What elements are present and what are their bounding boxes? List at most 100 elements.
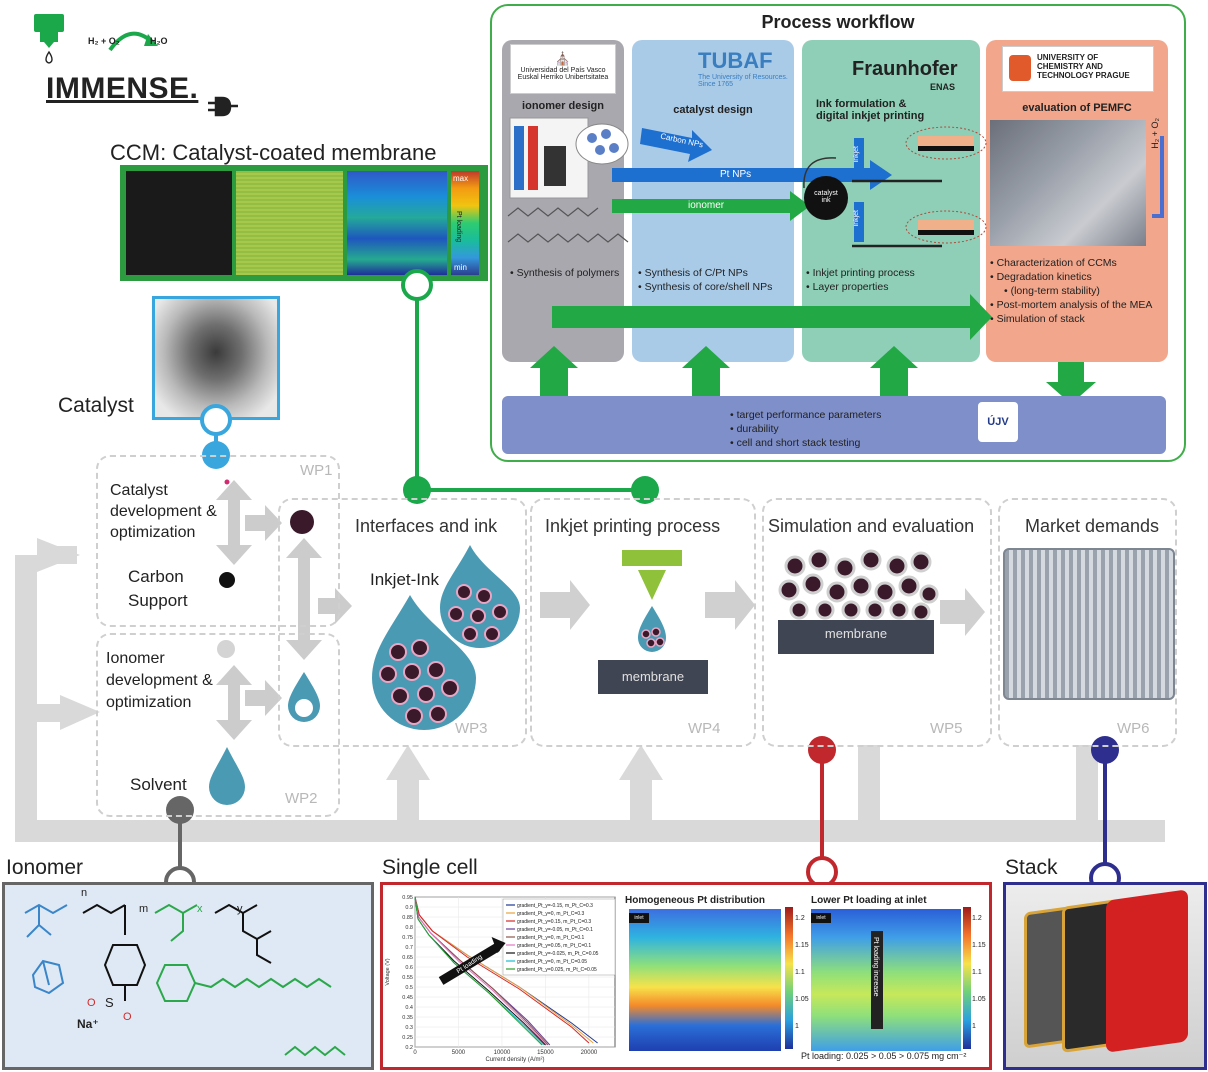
ink-formulation-bullets: Inkjet printing process Layer properties <box>806 266 976 294</box>
ccm-green-sample <box>236 171 343 275</box>
y-tick-label: 0.9 <box>405 905 413 911</box>
single-cell-label: Single cell <box>382 856 478 879</box>
tubaf-tagline: The University of Resources. Since 1765 <box>698 74 788 88</box>
wp4-connector-dot <box>631 476 659 504</box>
pt-loading-note: Pt loading: 0.025 > 0.05 > 0.075 mg cm⁻² <box>801 1051 967 1061</box>
wp6-title: Market demands <box>1025 516 1160 536</box>
legend-box <box>502 898 616 976</box>
uct-prague-logo: UNIVERSITY OF CHEMISTRY AND TECHNOLOGY P… <box>1002 46 1154 92</box>
wp4-membrane: membrane <box>598 660 708 694</box>
wp3-connector-dot <box>403 476 431 504</box>
wp6-label: WP6 <box>1117 720 1150 737</box>
y-tick-label: 0.25 <box>402 1035 413 1041</box>
ionomer-arrow-label: ionomer <box>688 200 725 211</box>
scale-label: Pt loading <box>455 211 462 243</box>
tubaf-logo: TUBAF <box>698 48 773 73</box>
ionomer-design-title: ionomer design <box>522 100 604 112</box>
series-line <box>414 896 547 1046</box>
y-tick-label: 0.85 <box>402 915 413 921</box>
pt-increase-arrow <box>871 931 883 1029</box>
wp2-connector-dot <box>166 796 194 824</box>
scale-min: min <box>454 263 467 272</box>
heatmap2-title: Lower Pt loading at inlet <box>811 895 927 906</box>
oxygen-atom-2: O <box>123 1011 132 1023</box>
catalyst-design-bullets: Synthesis of C/Pt NPs Synthesis of core/… <box>638 266 794 294</box>
wp1-label: WP1 <box>300 462 333 479</box>
ccm-connector-ring <box>401 269 433 301</box>
inkjet-label-1: inkjet <box>853 146 860 163</box>
immense-wordmark: IMMENSE. <box>46 72 199 105</box>
ehu-logo: ⛪ Universidad del País Vasco Euskal Herr… <box>510 44 616 94</box>
ionomer-design-bullets: Synthesis of polymers <box>510 266 620 280</box>
ccm-title: CCM: Catalyst-coated membrane <box>110 140 437 165</box>
legend-entry: gradient_Pt_y=-0.025, m_Pt_C=0.05 <box>517 951 599 957</box>
ujv-logo: ÚJV <box>978 402 1018 442</box>
ionomer-label: Ionomer <box>6 856 84 879</box>
legend-entry: gradient_Pt_y=0.05, m_Pt_C=0.1 <box>517 943 591 949</box>
x-tick-label: 0 <box>413 1050 417 1056</box>
catalyst-design-title: catalyst design <box>673 104 753 116</box>
wp2-text: Ionomer development & optimization <box>106 650 213 711</box>
sodium-ion: Na⁺ <box>77 1017 99 1031</box>
x-axis-label: Current density (A/m²) <box>485 1057 544 1063</box>
enas-label: ENAS <box>930 82 956 92</box>
ccm-image-panel: max Pt loading min <box>120 165 488 281</box>
subscript-x: x <box>197 903 203 915</box>
y-tick-label: 0.45 <box>402 995 413 1001</box>
y-tick-label: 0.35 <box>402 1015 413 1021</box>
wp6-box <box>998 498 1177 747</box>
wp5-label: WP5 <box>930 720 963 737</box>
process-workflow-panel: Process workflow ⛪ Universidad del País … <box>490 4 1186 462</box>
legend-entry: gradient_Pt_y=0.025, m_Pt_C=0.05 <box>517 967 597 973</box>
legend-entry: gradient_Pt_y=0, m_Pt_C=0.1 <box>517 935 584 941</box>
inkjet-ink-label: Inkjet-Ink <box>370 570 439 589</box>
wp1-box <box>96 455 340 627</box>
legend-entry: gradient_Pt_y=-0.15, m_Pt_C=0.3 <box>517 903 593 909</box>
wp5-membrane: membrane <box>778 620 934 654</box>
wp2-box <box>96 633 340 817</box>
y-tick-label: 0.2 <box>405 1045 413 1051</box>
heatmap2-colorbar <box>963 907 971 1049</box>
homogeneous-heatmap: inlet <box>629 909 781 1051</box>
catalyst-label: Catalyst <box>58 394 134 417</box>
wp3-title: Interfaces and ink <box>355 516 498 536</box>
pemfc-evaluation-title: evaluation of PEMFC <box>1022 102 1132 114</box>
subscript-y: y <box>237 903 243 915</box>
ionomer-structure-panel: n m x y S O O Na⁺ <box>2 882 374 1070</box>
fuel-cell-stack-image <box>1003 548 1175 700</box>
y-tick-label: 0.8 <box>405 925 413 931</box>
x-tick-label: 15000 <box>537 1050 554 1056</box>
legend-entry: gradient_Pt_y=0.15, m_Pt_C=0.3 <box>517 919 591 925</box>
y-tick-label: 0.55 <box>402 975 413 981</box>
subscript-n: n <box>81 887 88 899</box>
ccm-black-sample <box>126 171 232 275</box>
pt-loading-arrowhead <box>491 937 506 953</box>
wp1-text: Catalyst development & optimization <box>110 482 217 541</box>
legend-entry: gradient_Pt_y=-0.05, m_Pt_C=0.1 <box>517 927 593 933</box>
legend-entry: gradient_Pt_y=0, m_Pt_C=0.05 <box>517 959 587 965</box>
series-line <box>414 896 590 1044</box>
scale-max: max <box>453 174 469 183</box>
wp6-connector-dot <box>1091 736 1119 764</box>
inkjet-label-2: inkjet <box>853 210 860 227</box>
stack-image-panel <box>1003 882 1207 1070</box>
y-tick-label: 0.65 <box>402 955 413 961</box>
y-tick-label: 0.4 <box>405 1005 413 1011</box>
reaction-reactants: H₂ + O₂ <box>88 36 120 46</box>
polarization-chart: 0.950.90.850.80.750.70.650.60.550.50.450… <box>385 895 616 1063</box>
catalyst-connector-ring <box>200 404 232 436</box>
wp5-box <box>762 498 992 747</box>
catalyst-layer <box>778 549 939 622</box>
ionomer-dot <box>217 640 235 658</box>
pt-increase-label: Pt loading increase <box>872 937 879 997</box>
wp3-label: WP3 <box>455 720 488 737</box>
series-line <box>414 896 543 1046</box>
immense-logo: H₂ + O₂ H₂O IMMENSE. <box>30 10 250 120</box>
pt-loading-scale: max Pt loading min <box>451 171 479 275</box>
catalyst-ink-label: catalyst ink <box>814 190 838 204</box>
carbon-support-dot <box>219 572 235 588</box>
solvent-drop <box>209 747 245 805</box>
